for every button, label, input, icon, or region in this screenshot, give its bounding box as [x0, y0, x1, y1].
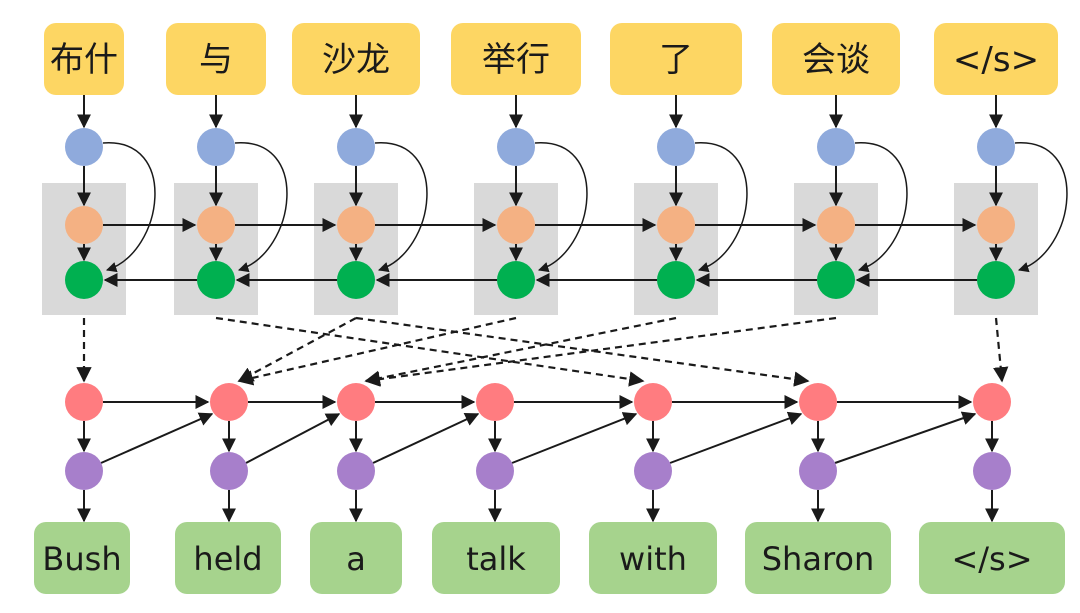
attention-link [237, 317, 357, 382]
decoder-output-node [973, 452, 1011, 490]
decoder-state-node [65, 383, 103, 421]
forward-state-node [657, 206, 695, 244]
embedding-node [977, 128, 1015, 166]
embedding-to-backward-curve [854, 142, 908, 273]
output-feedback-arrow [372, 412, 480, 464]
embedding-node [497, 128, 535, 166]
embedding-to-backward-curve [1014, 142, 1068, 273]
output-feedback-arrow [834, 411, 977, 464]
backward-state-node [977, 261, 1015, 299]
embedding-to-backward-curve [102, 142, 156, 273]
decoder-output-node [476, 452, 514, 490]
source-token-label: 了 [659, 40, 693, 80]
embedding-node [817, 128, 855, 166]
decoder-output-node [65, 452, 103, 490]
target-token-label: </s> [951, 540, 1032, 578]
embedding-node [197, 128, 235, 166]
decoder-state-node [476, 383, 514, 421]
target-token-box [34, 522, 130, 594]
embedding-node [657, 128, 695, 166]
source-token-box [166, 23, 266, 95]
backward-state-node [65, 261, 103, 299]
target-token-box [175, 522, 281, 594]
decoder-state-node [634, 383, 672, 421]
decoder-output-node [634, 452, 672, 490]
source-token-box [610, 23, 742, 95]
backward-state-node [337, 261, 375, 299]
attention-link [364, 316, 677, 386]
target-token-box [919, 522, 1065, 594]
embedding-node [65, 128, 103, 166]
forward-state-node [197, 206, 235, 244]
forward-state-node [497, 206, 535, 244]
decoder-state-node [337, 383, 375, 421]
decoder-output-node [799, 452, 837, 490]
forward-state-node [817, 206, 855, 244]
output-feedback-arrow [511, 412, 638, 464]
target-token-label: a [346, 540, 366, 578]
embedding-node [337, 128, 375, 166]
embedding-to-backward-curve [534, 142, 588, 273]
source-token-label: 沙龙 [322, 40, 390, 80]
embedding-to-backward-curve [694, 142, 748, 273]
attention-link [355, 316, 810, 387]
target-token-label: Sharon [762, 540, 875, 578]
output-feedback-arrow [245, 413, 341, 464]
source-token-box [44, 23, 124, 95]
backward-state-node [817, 261, 855, 299]
target-token-box [745, 522, 891, 594]
source-token-box [772, 23, 900, 95]
source-token-label: 与 [199, 40, 233, 80]
decoder-state-node [210, 383, 248, 421]
decoder-output-node [337, 452, 375, 490]
forward-state-node [65, 206, 103, 244]
source-token-box [451, 23, 581, 95]
decoder-output-node [210, 452, 248, 490]
source-token-label: </s> [953, 40, 1039, 80]
target-token-label: with [619, 540, 687, 578]
source-token-box [292, 23, 420, 95]
forward-state-node [337, 206, 375, 244]
output-feedback-arrow [100, 412, 214, 464]
source-token-label: 会谈 [802, 40, 870, 80]
target-token-box [310, 522, 402, 594]
target-token-label: held [193, 540, 262, 578]
forward-state-node [977, 206, 1015, 244]
attention-link [993, 317, 1009, 383]
decoder-state-node [973, 383, 1011, 421]
backward-state-node [657, 261, 695, 299]
source-token-label: 举行 [482, 40, 550, 80]
backward-state-node [197, 261, 235, 299]
target-token-box [432, 522, 560, 594]
target-token-box [589, 522, 717, 594]
source-token-box [934, 23, 1058, 95]
source-token-label: 布什 [50, 40, 118, 80]
target-token-label: Bush [42, 540, 121, 578]
output-feedback-arrow [669, 411, 803, 464]
embedding-to-backward-curve [234, 142, 288, 273]
embedding-to-backward-curve [374, 142, 428, 273]
backward-state-node [497, 261, 535, 299]
decoder-state-node [799, 383, 837, 421]
target-token-label: talk [466, 540, 526, 578]
